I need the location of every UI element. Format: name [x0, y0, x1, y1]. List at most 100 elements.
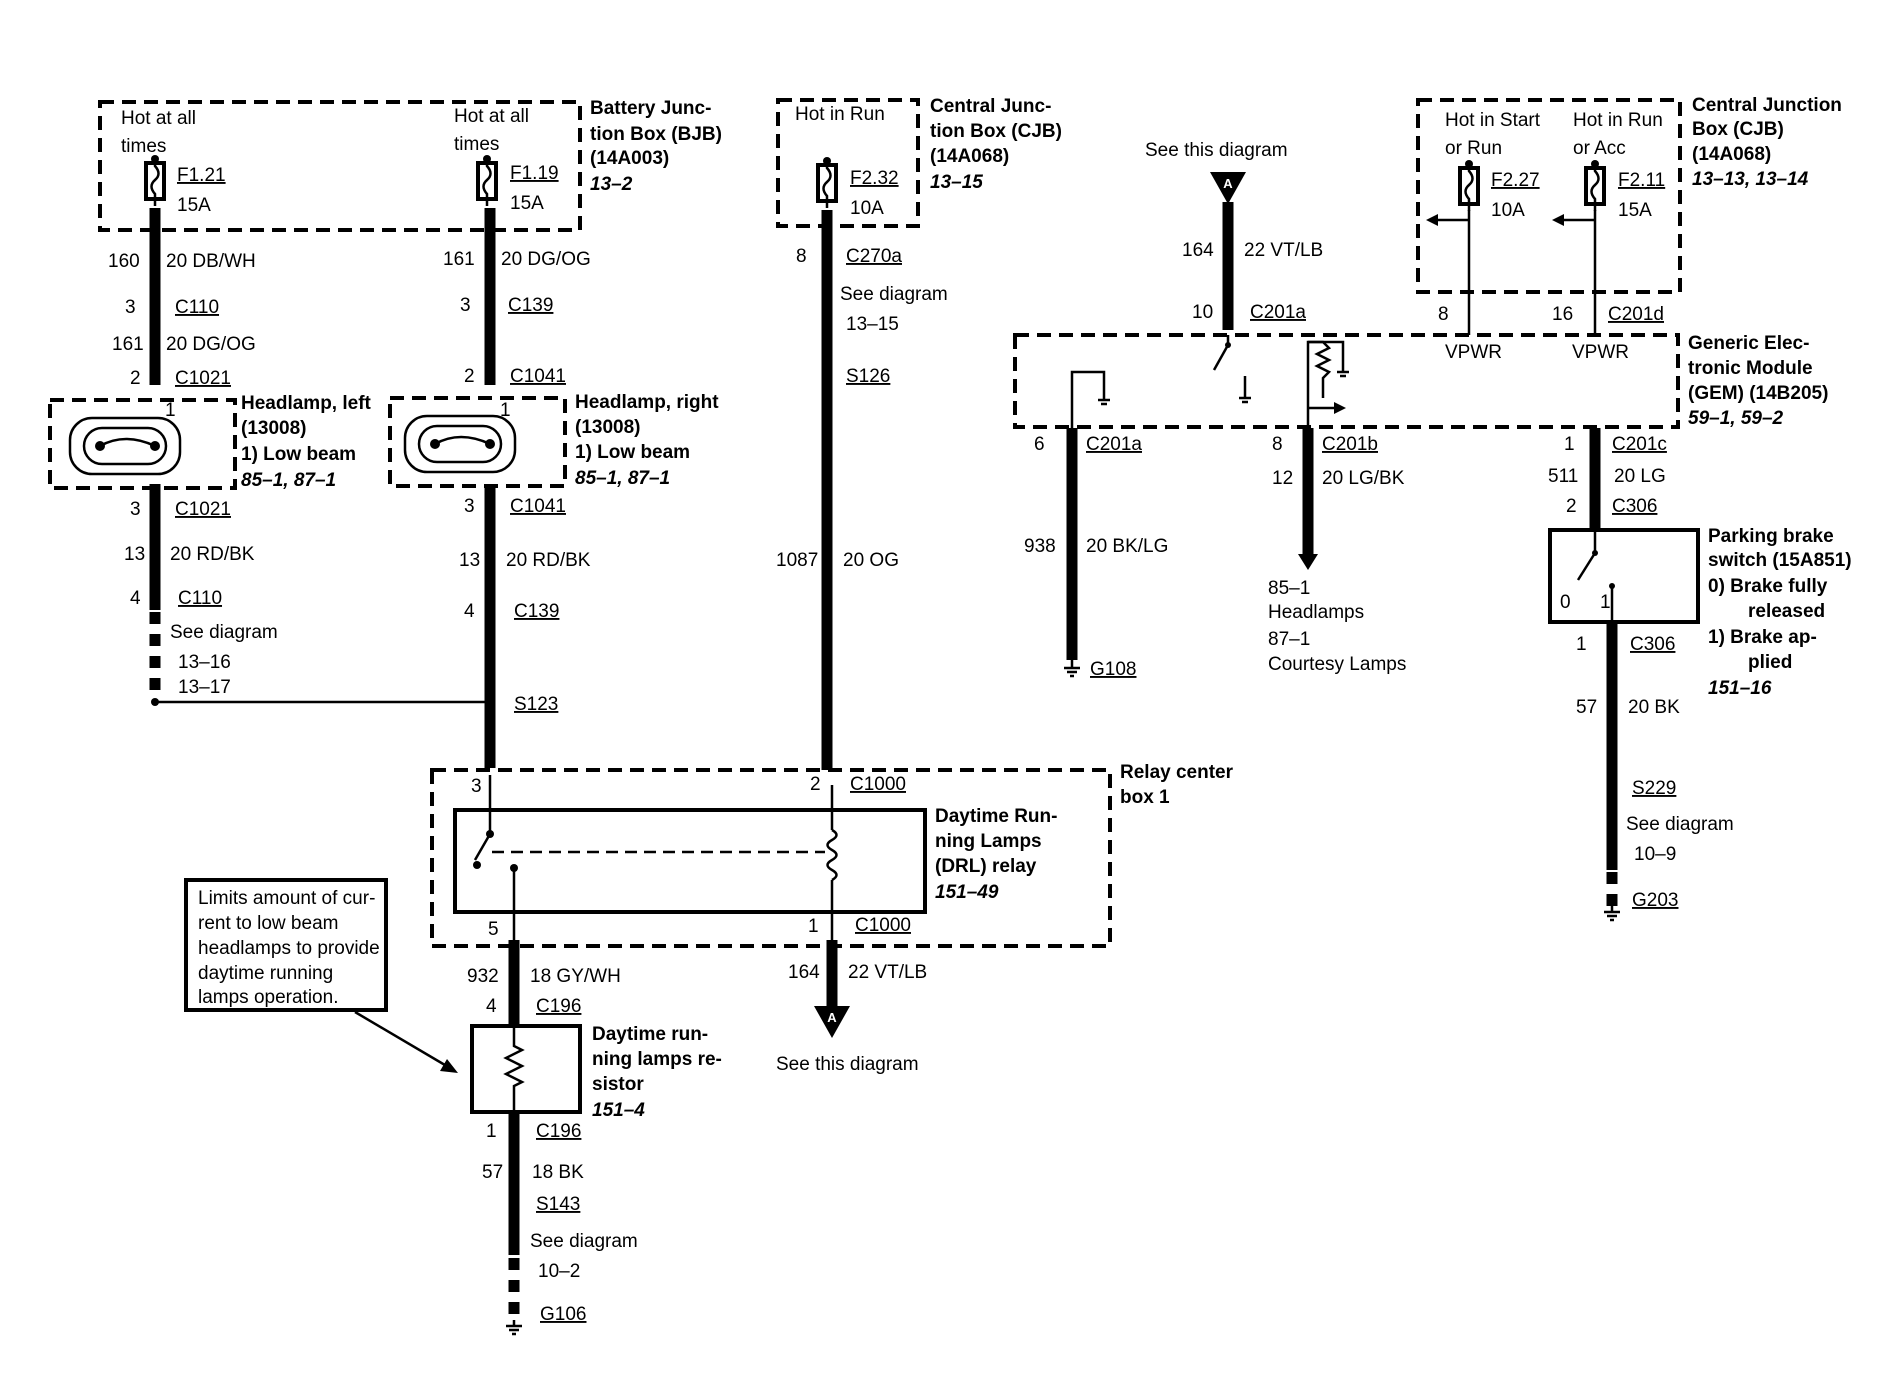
brake-label-2: switch (15A851) [1708, 550, 1852, 571]
wire-13-right-spec: 20 RD/BK [506, 550, 591, 571]
wire-164-spec: 22 VT/LB [848, 962, 927, 983]
fuse-icon [476, 155, 498, 206]
dest-line-3: 87–1 [1268, 629, 1310, 650]
gem-c201c: C201c [1612, 434, 1667, 455]
c1021-bot-connector: C1021 [175, 499, 231, 520]
cjb-right-label-3: (14A068) [1692, 144, 1771, 165]
c201d-pin-8: 8 [1438, 304, 1449, 325]
cjb-mid-label-2: tion Box (CJB) [930, 121, 1062, 142]
wire-932-num: 932 [467, 966, 499, 987]
resistor-see-1: See diagram [530, 1231, 638, 1252]
c201a-in-connector: C201a [1250, 302, 1306, 323]
c1041-top-connector: C1041 [510, 366, 566, 387]
battery-junction-box: Hot at all times Hot at all times F1.21 … [98, 98, 722, 232]
headlamp-bulb-icon [403, 414, 517, 474]
lamp-right-label-2: (13008) [575, 417, 641, 438]
splice-s126: S126 [846, 366, 890, 387]
wire-160-num: 160 [108, 251, 140, 272]
wire-938-num: 938 [1024, 536, 1056, 557]
c196-bot-pin: 1 [486, 1121, 497, 1142]
resistor-ref: 151–4 [592, 1100, 645, 1121]
splice-s229: S229 [1632, 778, 1676, 799]
fuse-f119: F1.19 [510, 163, 559, 184]
bjb-ref: 13–2 [590, 174, 633, 195]
parking-brake-switch: 0 1 Parking brake switch (15A851) 0) Bra… [1548, 526, 1852, 922]
c306-bot-connector: C306 [1630, 634, 1675, 655]
wire-57-brake-num: 57 [1576, 697, 1597, 718]
left-headlamp-circuit: 160 20 DB/WH 3 C110 161 20 DG/OG 2 C1021… [48, 208, 490, 706]
lamp-left-pin: 1 [165, 400, 176, 421]
relay-center-label-2: box 1 [1120, 787, 1170, 808]
ground-g106: G106 [540, 1304, 586, 1325]
gem-label-3: (GEM) (14B205) [1688, 383, 1828, 404]
wire-160-spec: 20 DB/WH [166, 251, 256, 272]
wire-938-spec: 20 BK/LG [1086, 536, 1168, 557]
brake-ref: 151–16 [1708, 678, 1772, 699]
gem-pin-6: 6 [1034, 434, 1045, 455]
wire-164-num: 164 [788, 962, 820, 983]
bjb-label-3: (14A003) [590, 148, 669, 169]
mid-see-2: 13–15 [846, 314, 899, 335]
wire-57-spec: 18 BK [532, 1162, 584, 1183]
fuse-f232: F2.32 [850, 168, 899, 189]
c196-top-connector: C196 [536, 996, 581, 1017]
brake-see-2: 10–9 [1634, 844, 1676, 865]
c110-pin: 3 [125, 297, 136, 318]
fuse-f211: F2.11 [1618, 170, 1665, 191]
fuse-f121: F1.21 [177, 165, 226, 186]
c201a-in-pin: 10 [1192, 302, 1213, 323]
gem-pin-1: 1 [1564, 434, 1575, 455]
cjb-right-hot-a-2: or Run [1445, 138, 1502, 159]
lamp-right-label-3: 1) Low beam [575, 442, 690, 463]
c1000-top: C1000 [850, 774, 906, 795]
bjb-label-1: Battery Junc- [590, 98, 711, 119]
resistor-label-1: Daytime run- [592, 1024, 708, 1045]
fuse-f232-amp: 10A [850, 198, 884, 219]
cjb-mid-ref: 13–15 [930, 172, 983, 193]
gem-internal-ground-icon [1070, 370, 1110, 428]
lamp-right-pin: 1 [500, 400, 511, 421]
wire-13-left-spec: 20 RD/BK [170, 544, 255, 565]
brake-see-1: See diagram [1626, 814, 1734, 835]
gem-vpwr-2: VPWR [1572, 342, 1629, 363]
fuse-f227-amp: 10A [1491, 200, 1525, 221]
resistor-see-2: 10–2 [538, 1261, 580, 1282]
gem-input: See this diagram A 164 22 VT/LB 10 C201a [1145, 140, 1323, 330]
c270a-connector: C270a [846, 246, 902, 267]
gem-internal-switch-icon [1212, 335, 1251, 404]
c1041-top-pin: 2 [464, 366, 475, 387]
brake-opt-1b: plied [1748, 652, 1792, 673]
relay-pin-5: 5 [488, 919, 499, 940]
fuse-f227: F2.27 [1491, 170, 1540, 191]
gem-label-2: tronic Module [1688, 358, 1813, 379]
gem-label-1: Generic Elec- [1688, 333, 1809, 354]
wire-164-gem-num: 164 [1182, 240, 1214, 261]
wire-161r-num: 161 [443, 249, 475, 270]
dest-line-4: Courtesy Lamps [1268, 654, 1406, 675]
lamp-left-label-1: Headlamp, left [241, 393, 372, 414]
c110b-pin: 4 [130, 588, 141, 609]
gem-c201b: C201b [1322, 434, 1378, 455]
wire-13-right-num: 13 [459, 550, 480, 571]
lamp-right-ref: 85–1, 87–1 [575, 468, 670, 489]
mid-see-1: See diagram [840, 284, 948, 305]
generic-electronic-module: VPWR VPWR Generic Elec- tronic Module (G… [1013, 333, 1828, 455]
wire-1087-num: 1087 [776, 550, 818, 571]
fuse-icon [1552, 160, 1606, 296]
ground-g108: G108 [1090, 659, 1136, 680]
splice-s143: S143 [536, 1194, 580, 1215]
wire-161-num: 161 [112, 334, 144, 355]
fuse-icon [1426, 160, 1480, 296]
cjb-mid-label-1: Central Junc- [930, 96, 1051, 117]
ground-icon [1064, 660, 1080, 678]
drl-resistor-circuit: 932 18 GY/WH 4 C196 Daytime run- ning la… [184, 878, 722, 1336]
right-headlamp-circuit: 161 20 DG/OG 3 C139 2 C1041 1 Headlamp, … [388, 208, 719, 768]
resistor-label-2: ning lamps re- [592, 1049, 722, 1070]
gem-outputs: 938 20 BK/LG G108 12 20 LG/BK 85–1 Headl… [1024, 428, 1666, 680]
central-junction-box-mid: Hot in Run F2.32 10A Central Junc- tion … [776, 96, 1062, 228]
note-line-2: rent to low beam [198, 913, 338, 934]
c1041-bot-connector: C1041 [510, 496, 566, 517]
fuse-f211-amp: 15A [1618, 200, 1652, 221]
c201d-pin-16: 16 [1552, 304, 1573, 325]
drl-label-2: ning Lamps [935, 831, 1042, 852]
